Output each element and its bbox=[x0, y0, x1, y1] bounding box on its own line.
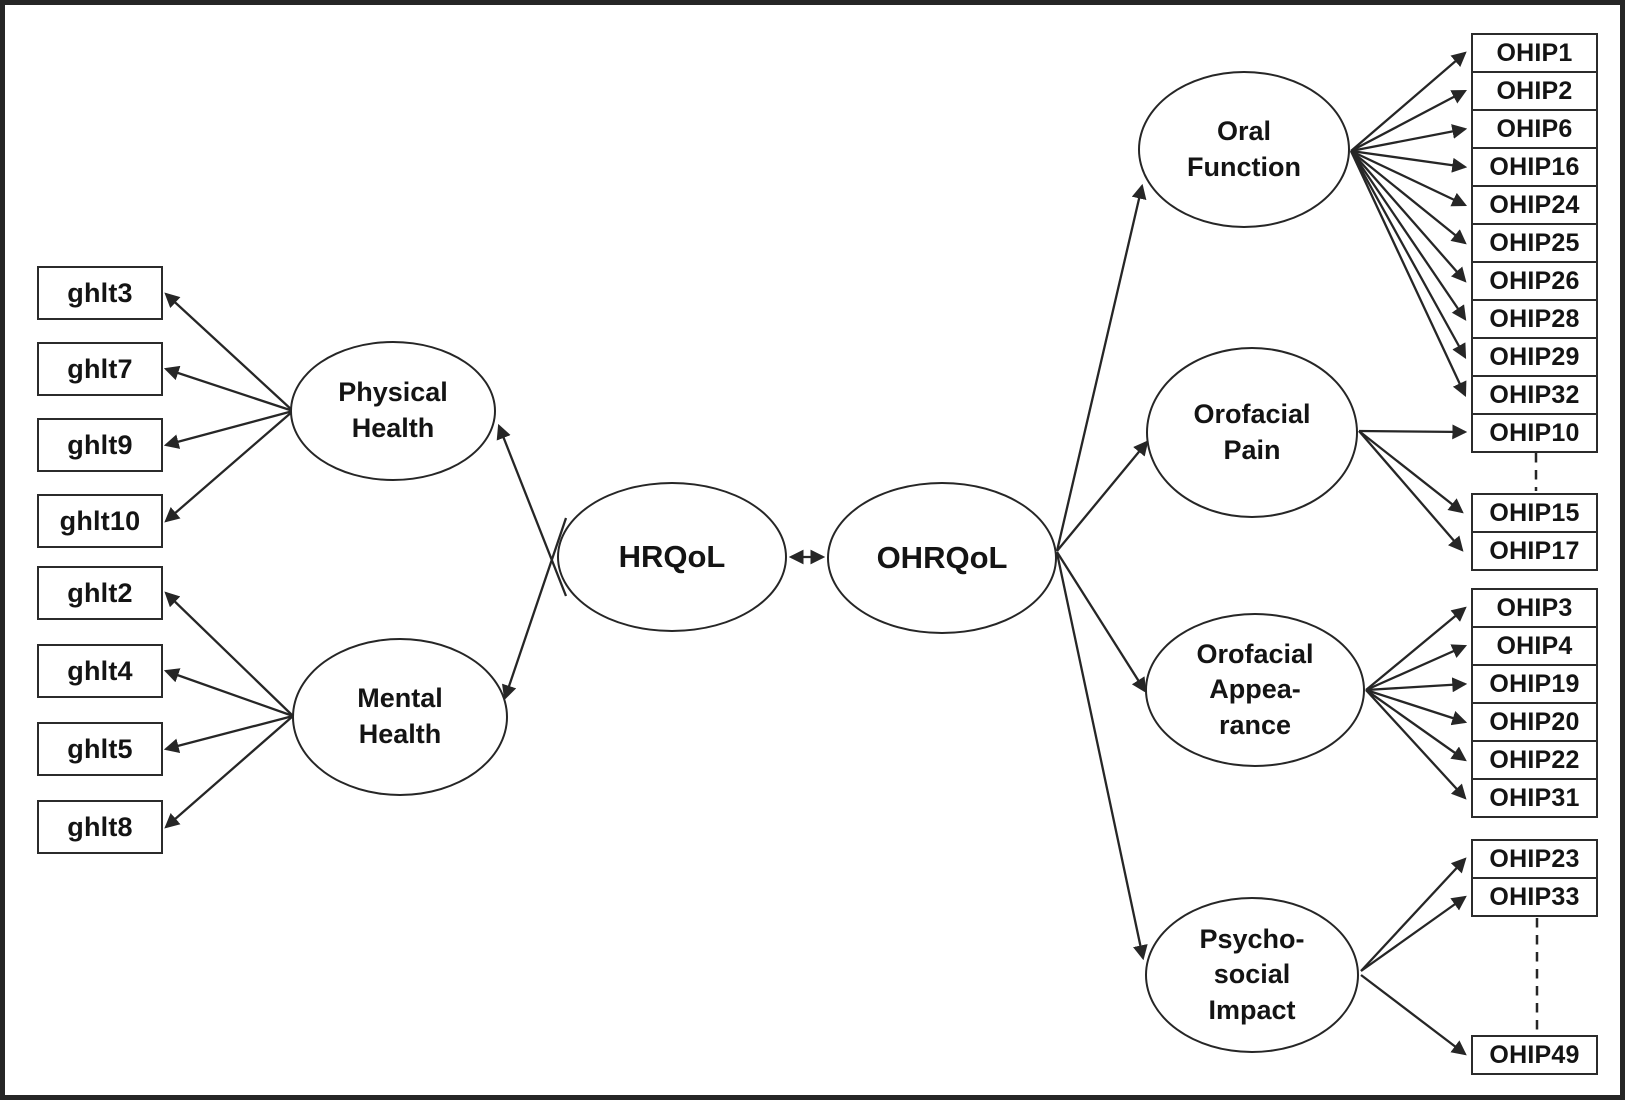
indicator-box: OHIP10 bbox=[1471, 413, 1598, 454]
latent-ohrqol: OHRQoL bbox=[827, 482, 1057, 634]
arrow-pain-ohip17 bbox=[1358, 430, 1464, 552]
latent-physical-health: Physical Health bbox=[290, 341, 496, 481]
arrow-oralfunction-ohip24 bbox=[1350, 149, 1468, 207]
latent-label-line: Pain bbox=[1223, 434, 1281, 465]
latent-label-line: Psycho- bbox=[1199, 923, 1305, 954]
latent-label-line: Orofacial bbox=[1196, 638, 1314, 669]
indicator-stack-physical-health: ghlt3 ghlt7 ghlt9 ghlt10 bbox=[37, 266, 163, 548]
latent-label-line: Appea- bbox=[1209, 674, 1301, 705]
arrow-psychosocial-ohip33 bbox=[1360, 895, 1467, 972]
indicator-box: OHIP6 bbox=[1471, 109, 1598, 150]
arrow-ohrqol-orofacial-appearance bbox=[1056, 551, 1147, 693]
indicator-box: OHIP20 bbox=[1471, 702, 1598, 743]
latent-label-line: Impact bbox=[1208, 994, 1296, 1025]
indicator-box: OHIP49 bbox=[1471, 1035, 1598, 1076]
arrow-oralfunction-ohip32 bbox=[1349, 150, 1467, 398]
arrow-psychosocial-ohip23 bbox=[1360, 857, 1467, 972]
indicator-box: OHIP19 bbox=[1471, 664, 1598, 705]
indicator-box: OHIP15 bbox=[1471, 493, 1598, 534]
latent-label-line: Oral bbox=[1216, 115, 1272, 146]
indicator-box: OHIP3 bbox=[1471, 588, 1598, 629]
indicator-box: OHIP29 bbox=[1471, 337, 1598, 378]
arrow-appearance-ohip19 bbox=[1365, 677, 1468, 693]
arrow-hrqol-physical bbox=[496, 423, 568, 597]
indicator-box: OHIP33 bbox=[1471, 877, 1598, 918]
arrow-physical-ghlt7 bbox=[163, 365, 294, 413]
arrow-mental-ghlt2 bbox=[164, 591, 294, 717]
arrow-oralfunction-ohip1 bbox=[1350, 51, 1467, 152]
arrow-appearance-ohip4 bbox=[1365, 644, 1468, 692]
arrow-oralfunction-ohip2 bbox=[1350, 89, 1467, 153]
arrow-oralfunction-ohip6 bbox=[1350, 124, 1468, 153]
indicator-box: OHIP23 bbox=[1471, 839, 1598, 880]
indicator-box: OHIP28 bbox=[1471, 299, 1598, 340]
indicator-box: OHIP2 bbox=[1471, 71, 1598, 112]
arrow-oralfunction-ohip28 bbox=[1350, 150, 1467, 321]
latent-label-line: rance bbox=[1218, 709, 1292, 740]
arrow-mental-ghlt5 bbox=[163, 714, 294, 754]
arrow-oralfunction-ohip16 bbox=[1350, 149, 1468, 173]
latent-orofacial-pain: Orofacial Pain bbox=[1146, 347, 1358, 518]
indicator-stack-mental-health: ghlt2 ghlt4 ghlt5 ghlt8 bbox=[37, 566, 163, 854]
indicator-box: OHIP31 bbox=[1471, 778, 1598, 819]
arrow-appearance-ohip20 bbox=[1365, 688, 1468, 726]
latent-label-line: Physical bbox=[338, 377, 448, 408]
indicator-box: OHIP4 bbox=[1471, 626, 1598, 667]
indicator-stack-psychosocial-impact-distal: OHIP49 bbox=[1471, 1035, 1598, 1076]
latent-hrqol: HRQoL bbox=[557, 482, 787, 632]
arrow-oralfunction-ohip26 bbox=[1350, 150, 1467, 283]
indicator-box: OHIP26 bbox=[1471, 261, 1598, 302]
indicator-box: ghlt8 bbox=[37, 800, 163, 854]
arrow-ohrqol-oral-function bbox=[1055, 183, 1147, 552]
arrow-physical-ghlt10 bbox=[164, 410, 294, 523]
indicator-box: OHIP17 bbox=[1471, 531, 1598, 572]
arrow-physical-ghlt3 bbox=[164, 292, 294, 412]
indicator-box: ghlt5 bbox=[37, 722, 163, 776]
indicator-box: ghlt9 bbox=[37, 418, 163, 472]
indicator-box: OHIP22 bbox=[1471, 740, 1598, 781]
latent-psychosocial-impact: Psycho- social Impact bbox=[1145, 897, 1359, 1053]
indicator-box: ghlt10 bbox=[37, 494, 163, 548]
arrow-ohrqol-psychosocial-impact bbox=[1055, 552, 1148, 961]
latent-label-line: Orofacial bbox=[1193, 398, 1311, 429]
arrow-appearance-ohip3 bbox=[1365, 606, 1467, 691]
indicator-box: OHIP24 bbox=[1471, 185, 1598, 226]
indicator-box: ghlt3 bbox=[37, 266, 163, 320]
arrow-mental-ghlt8 bbox=[164, 715, 294, 829]
arrow-hrqol-mental bbox=[501, 517, 568, 701]
indicator-box: OHIP25 bbox=[1471, 223, 1598, 264]
latent-label-line: HRQoL bbox=[618, 538, 726, 574]
indicator-box: OHIP16 bbox=[1471, 147, 1598, 188]
indicator-box: ghlt2 bbox=[37, 566, 163, 620]
arrow-pain-ohip15 bbox=[1358, 430, 1464, 514]
arrow-mental-ghlt4 bbox=[163, 668, 294, 718]
indicator-box: OHIP1 bbox=[1471, 33, 1598, 74]
indicator-box: ghlt4 bbox=[37, 644, 163, 698]
latent-mental-health: Mental Health bbox=[292, 638, 508, 796]
arrow-oralfunction-ohip29 bbox=[1349, 150, 1467, 359]
indicator-box: ghlt7 bbox=[37, 342, 163, 396]
arrow-oralfunction-ohip25 bbox=[1350, 150, 1467, 245]
arrow-psychosocial-ohip49 bbox=[1360, 974, 1467, 1056]
latent-oral-function: Oral Function bbox=[1138, 71, 1350, 228]
arrow-appearance-ohip31 bbox=[1365, 689, 1467, 800]
indicator-box: OHIP32 bbox=[1471, 375, 1598, 416]
arrow-ohrqol-orofacial-pain bbox=[1056, 440, 1149, 552]
latent-orofacial-appearance: Orofacial Appea- rance bbox=[1145, 613, 1365, 767]
latent-label-line: Health bbox=[351, 413, 435, 443]
latent-label-line: social bbox=[1213, 959, 1291, 990]
latent-label-line: Function bbox=[1187, 151, 1301, 182]
latent-label-line: Mental bbox=[357, 683, 443, 714]
latent-label-line: OHRQoL bbox=[876, 539, 1008, 575]
arrow-physical-ghlt9 bbox=[163, 409, 294, 449]
arrow-appearance-ohip22 bbox=[1365, 689, 1467, 762]
latent-label-line: Health bbox=[358, 719, 442, 749]
arrow-pain-ohip10 bbox=[1358, 424, 1468, 440]
